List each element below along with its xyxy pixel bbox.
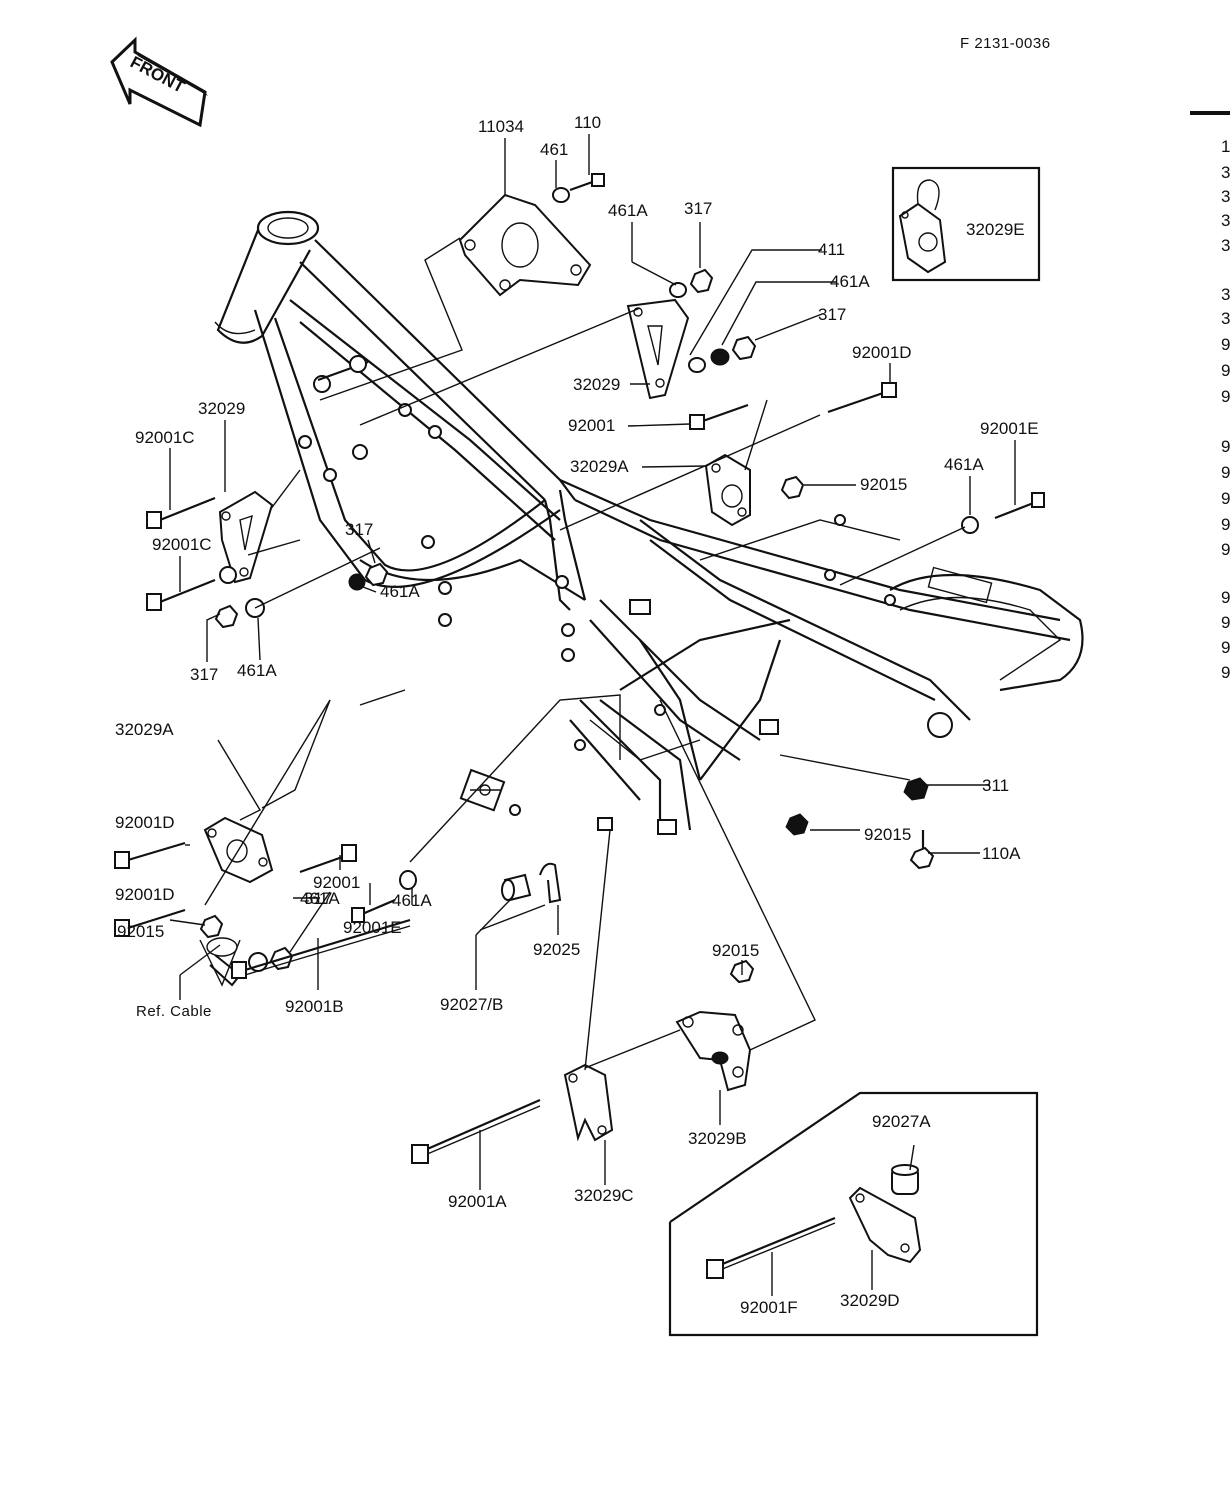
- part-32029-left: [218, 490, 274, 584]
- label-317: 317: [190, 665, 218, 684]
- margin-digit: 9: [1221, 387, 1230, 406]
- label-92001C: 92001C: [135, 428, 195, 447]
- label-461A: 461A: [380, 582, 420, 601]
- margin-digit: 3: [1221, 309, 1230, 328]
- margin-digit: 9: [1221, 515, 1230, 534]
- label-461A: 461A: [392, 891, 432, 910]
- label-461A: 461A: [830, 272, 870, 291]
- part-92015-rear-nut: [785, 813, 809, 836]
- label-317: 317: [684, 199, 712, 218]
- label-317: 317: [345, 520, 373, 539]
- detail-box-lower: [668, 1091, 1039, 1337]
- part-92001C-bolts: [146, 496, 237, 611]
- label-110: 110: [574, 113, 601, 132]
- label-32029A: 32029A: [570, 457, 629, 476]
- part-92001E-lower: [351, 870, 417, 923]
- part-92001-bolt: [689, 403, 749, 430]
- label-461A: 461A: [237, 661, 277, 680]
- label-461A: 461A: [608, 201, 648, 220]
- label-92001D: 92001D: [852, 343, 912, 362]
- margin-digit: 9: [1221, 588, 1230, 607]
- margin-digits: 1 3 3 3 3 3 3 9 9 9 9 9 9 9 9 9 9 9 9: [1221, 137, 1230, 682]
- front-arrow-icon: FRONT: [110, 36, 208, 128]
- label-92001A: 92001A: [448, 1192, 507, 1211]
- part-92027B-collar: [501, 873, 532, 902]
- margin-digit: 3: [1221, 163, 1230, 182]
- margin-digit: 3: [1221, 211, 1230, 230]
- label-110A: 110A: [982, 844, 1021, 863]
- label-92015: 92015: [860, 475, 907, 494]
- margin-digit: 9: [1221, 663, 1230, 682]
- label-461A: 461A: [944, 455, 984, 474]
- label-317: 317: [818, 305, 846, 324]
- margin-digit: 9: [1221, 361, 1230, 380]
- label-317-lower: 317: [304, 889, 332, 908]
- label-11034: 11034: [478, 117, 524, 136]
- label-92001B: 92001B: [285, 997, 344, 1016]
- part-92001-center: [299, 844, 357, 874]
- label-32029C: 32029C: [574, 1186, 634, 1205]
- callout-labels: 11034 110 461 461A 317 411 461A 317 3202…: [115, 113, 1039, 1317]
- margin-digit: 9: [1221, 613, 1230, 632]
- label-92001D: 92001D: [115, 885, 175, 904]
- label-92001: 92001: [568, 416, 615, 435]
- label-92001C: 92001C: [152, 535, 212, 554]
- part-32029B-bracket: [675, 1010, 752, 1092]
- part-32029C-bracket: [563, 1063, 614, 1142]
- margin-digit: 9: [1221, 335, 1230, 354]
- reference-code: F 2131-0036: [960, 35, 1051, 52]
- margin-digit: 9: [1221, 489, 1230, 508]
- part-311-110A: [903, 777, 935, 870]
- margin-digit: 9: [1221, 638, 1230, 657]
- part-92015-nut: [780, 475, 805, 500]
- part-32029A-right: [704, 453, 751, 527]
- label-32029: 32029: [573, 375, 620, 394]
- label-32029D: 32029D: [840, 1291, 900, 1310]
- part-92025-clip: [539, 862, 562, 904]
- part-92001D-bolt: [827, 382, 897, 414]
- margin-digit: 9: [1221, 437, 1230, 456]
- part-32029E-detail: [891, 166, 1041, 282]
- part-32029-upper: [626, 298, 690, 400]
- part-92015-left-nut: [199, 914, 224, 939]
- frame-main: [214, 210, 1084, 835]
- label-411: 411: [818, 240, 845, 259]
- label-92001D: 92001D: [115, 813, 175, 832]
- label-32029: 32029: [198, 399, 245, 418]
- margin-digit: 3: [1221, 285, 1230, 304]
- label-92015: 92015: [712, 941, 759, 960]
- label-92015: 92015: [864, 825, 911, 844]
- label-32029A: 32029A: [115, 720, 174, 739]
- margin-digit: 9: [1221, 463, 1230, 482]
- cable-note: Ref. Cable: [136, 1003, 212, 1020]
- fasteners-upper-right: [669, 268, 757, 373]
- part-92001E-right: [961, 492, 1045, 534]
- margin-digit: 3: [1221, 187, 1230, 206]
- part-92001D-left: [114, 841, 186, 937]
- label-32029E: 32029E: [966, 220, 1025, 239]
- margin-digit: 1: [1221, 137, 1230, 156]
- label-92001: 92001: [313, 873, 360, 892]
- label-92027B: 92027/B: [440, 995, 503, 1014]
- label-92025: 92025: [533, 940, 580, 959]
- label-461A: 461A: [300, 889, 340, 908]
- label-92001E: 92001E: [343, 918, 402, 937]
- label-92001E: 92001E: [980, 419, 1039, 438]
- margin-digit: 9: [1221, 540, 1230, 559]
- leader-lines: [169, 134, 1016, 1296]
- label-311: 311: [982, 776, 1009, 795]
- label-461: 461: [540, 140, 568, 159]
- label-32029B: 32029B: [688, 1129, 747, 1148]
- label-92027A: 92027A: [872, 1112, 931, 1131]
- part-110-bolt: [552, 173, 605, 203]
- part-92001B-bolt: [231, 918, 411, 979]
- part-92001A-bolt: [411, 1098, 541, 1164]
- label-92001F: 92001F: [740, 1298, 798, 1317]
- part-11034-plate: [458, 193, 592, 297]
- margin-digit: 3: [1221, 236, 1230, 255]
- label-92015: 92015: [117, 922, 164, 941]
